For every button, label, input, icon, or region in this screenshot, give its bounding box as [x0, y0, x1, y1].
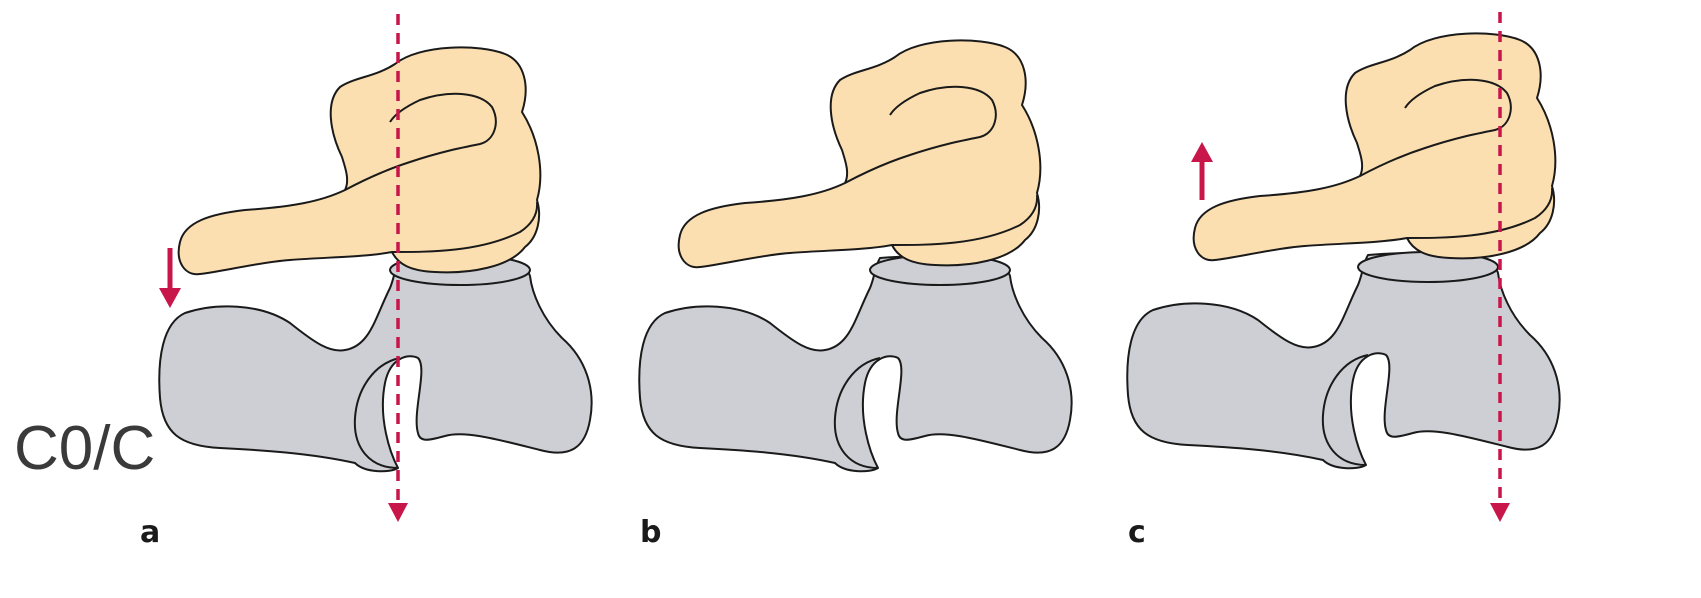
- panel-a: a: [140, 14, 592, 550]
- panel-c: c: [1127, 12, 1559, 550]
- atlas-vertebra-a: [179, 47, 541, 274]
- panel-label-b: b: [640, 515, 661, 550]
- panel-b: b: [639, 40, 1071, 550]
- axis-vertebra-c: [1127, 252, 1559, 468]
- down-arrowhead: [159, 288, 181, 308]
- panel-label-a: a: [140, 515, 160, 550]
- atlas-vertebra-b: [679, 40, 1041, 267]
- panel-label-c: c: [1128, 515, 1146, 550]
- up-arrowhead: [1191, 142, 1213, 162]
- axis-vertebra-a: [159, 255, 591, 471]
- axis-arrowhead-c: [1490, 503, 1510, 522]
- axis-vertebra-b: [639, 255, 1071, 471]
- axis-arrowhead-a: [388, 503, 408, 522]
